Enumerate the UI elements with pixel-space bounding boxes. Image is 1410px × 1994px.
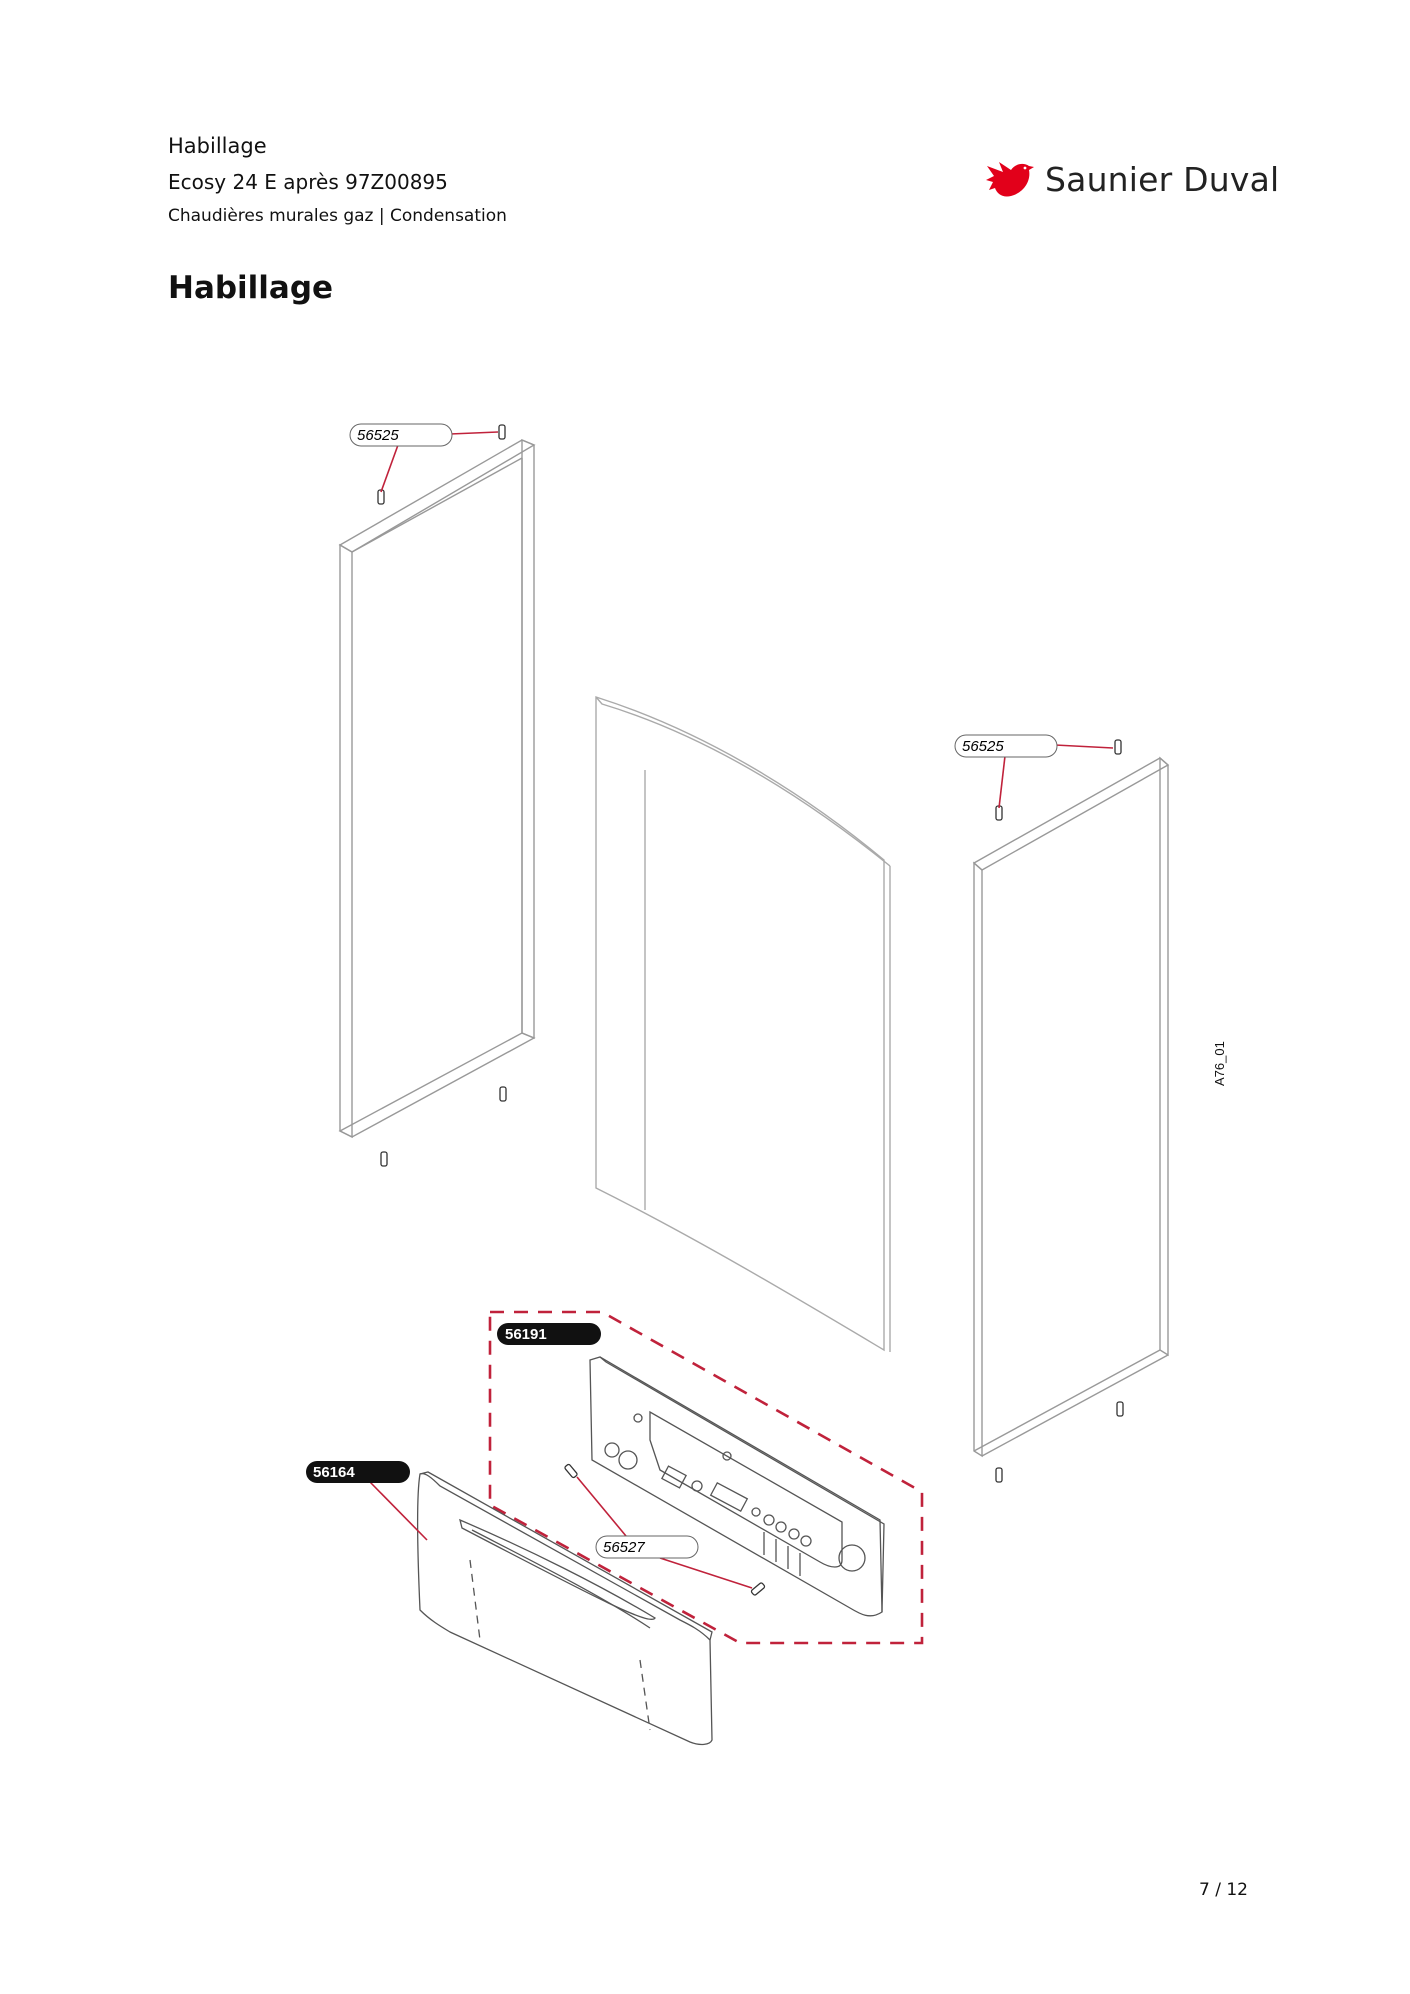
left-side-panel	[338, 438, 536, 1139]
callout-label: 56191	[505, 1326, 547, 1343]
control-panel	[589, 1356, 885, 1617]
callout-label: 56525	[357, 427, 399, 444]
callout-56527: 56527	[576, 1476, 753, 1589]
screw-icon	[377, 424, 1124, 1596]
front-panel	[595, 696, 891, 1352]
brand-name: Saunier Duval	[1045, 159, 1280, 199]
drawing-reference: A76_01	[1212, 1041, 1227, 1086]
callout-label: 56527	[603, 1539, 645, 1556]
callout-56164: 56164	[306, 1461, 428, 1541]
section-title: Habillage	[168, 270, 334, 306]
header-title: Habillage	[168, 134, 267, 158]
callout-label: 56525	[962, 738, 1004, 755]
control-panel-group-boundary	[488, 1310, 924, 1645]
page-number: 7 / 12	[1199, 1880, 1248, 1900]
brand-logo: Saunier Duval	[985, 158, 1279, 200]
bird-logo-icon	[986, 162, 1034, 197]
callout-label: 56164	[313, 1464, 355, 1481]
right-side-panel	[972, 756, 1170, 1458]
callout-56191: 56191	[497, 1323, 601, 1345]
callout-56525-right: 56525	[954, 734, 1114, 809]
front-cover	[417, 1471, 713, 1746]
callout-56525-left: 56525	[349, 423, 499, 493]
header-model: Ecosy 24 E après 97Z00895	[168, 170, 448, 194]
header-category: Chaudières murales gaz | Condensation	[168, 206, 507, 226]
